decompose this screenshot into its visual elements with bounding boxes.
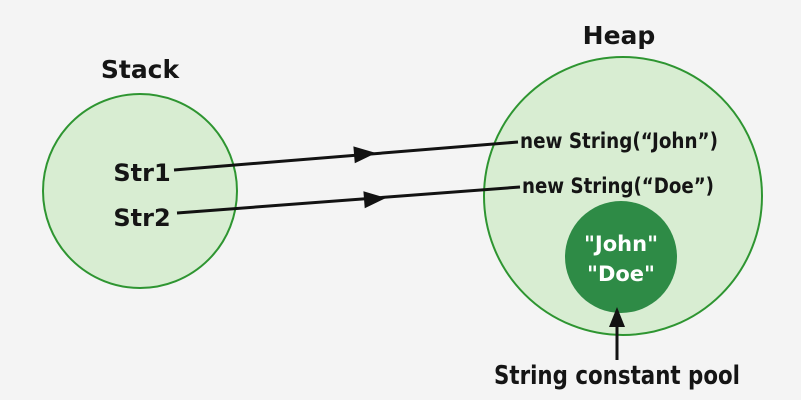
arrow-str1-arrowhead-icon — [353, 146, 376, 164]
stack-var-str2: Str2 — [113, 204, 170, 232]
pool-value-doe: "Doe" — [587, 262, 655, 286]
heap-circle — [483, 56, 763, 336]
pool-value-john: "John" — [584, 232, 658, 256]
stack-var-str1: Str1 — [113, 159, 170, 187]
string-pool-circle — [565, 201, 677, 313]
stack-circle — [42, 93, 238, 289]
arrow-str2-arrowhead-icon — [363, 191, 386, 209]
arrow-str2-to-doe-line — [176, 185, 521, 215]
pool-pointer-arrowhead-icon — [609, 307, 625, 327]
heap-label: Heap — [583, 21, 656, 50]
string-constant-pool-caption: String constant pool — [494, 361, 740, 391]
heap-object-new-string-john: new String(“John”) — [520, 129, 718, 153]
heap-object-new-string-doe: new String(“Doe”) — [522, 174, 714, 198]
stack-label: Stack — [101, 55, 181, 84]
arrow-str1-to-john-line — [173, 140, 519, 172]
